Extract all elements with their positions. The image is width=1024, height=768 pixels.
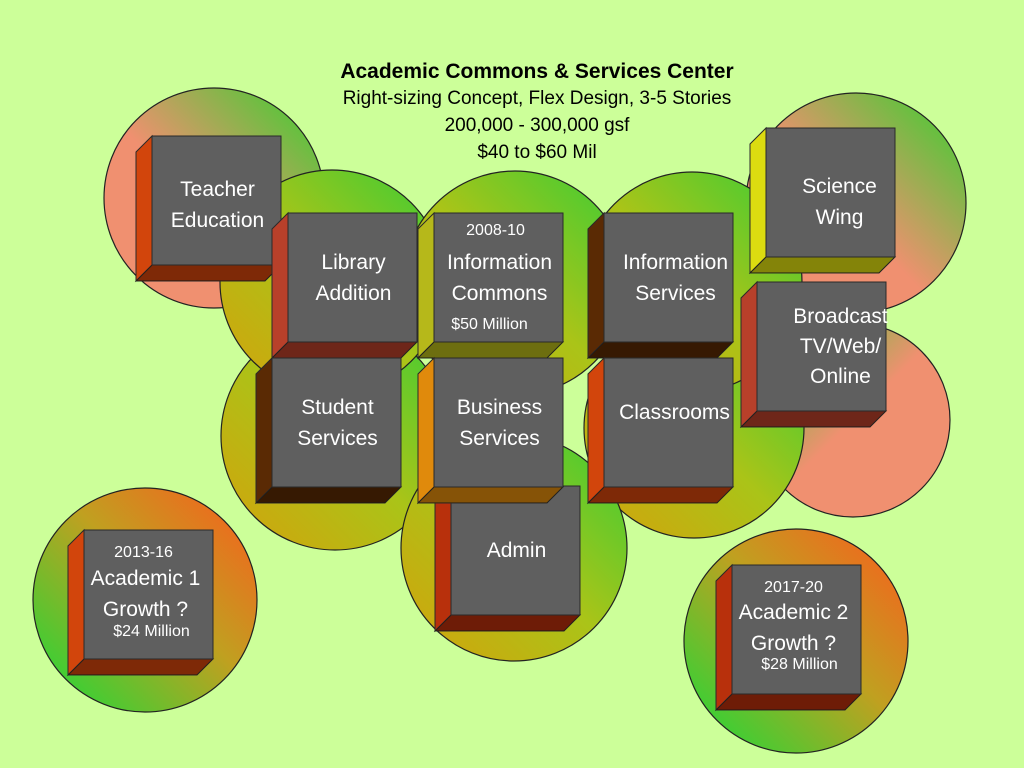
box-label: Growth ? bbox=[102, 598, 189, 621]
phase-date: 2017-20 bbox=[764, 579, 823, 596]
box-front-face bbox=[756, 281, 887, 412]
teacher-education-box: Teacher Education bbox=[134, 134, 283, 283]
box-bottom-shade bbox=[256, 487, 401, 503]
academic-1-box: 2013-16 Academic 1 Growth ? $24 Million bbox=[66, 528, 215, 677]
box-bottom-shade bbox=[136, 265, 281, 281]
box-label: Business bbox=[456, 396, 543, 419]
box-bottom-shade bbox=[435, 615, 580, 631]
box-side-face bbox=[587, 211, 605, 360]
box-front-face bbox=[731, 564, 862, 695]
box-side-face bbox=[255, 356, 273, 505]
box-label: Services bbox=[635, 282, 716, 305]
box-front-face bbox=[433, 212, 564, 343]
box-side-face bbox=[587, 356, 605, 505]
science-wing-box: Science Wing bbox=[748, 126, 897, 275]
box-front-face bbox=[603, 212, 734, 343]
title-block: Academic Commons & Services Center Right… bbox=[262, 58, 812, 166]
box-bottom-shade bbox=[418, 487, 563, 503]
box-label: Education bbox=[170, 209, 265, 232]
title: Academic Commons & Services Center bbox=[340, 60, 734, 83]
box-label: Teacher bbox=[180, 178, 255, 201]
area-range: 200,000 - 300,000 gsf bbox=[444, 115, 630, 136]
box-side-face bbox=[749, 126, 767, 275]
box-label: Growth ? bbox=[750, 632, 837, 655]
box-label: TV/Web/ bbox=[799, 335, 882, 358]
box-bottom-shade bbox=[741, 411, 886, 427]
box-label: Wing bbox=[815, 206, 864, 229]
box-label: Information bbox=[622, 251, 729, 274]
box-front-face bbox=[83, 529, 214, 660]
box-side-face bbox=[740, 280, 758, 429]
phase-cost: $24 Million bbox=[113, 623, 190, 640]
student-services-box: Student Services bbox=[254, 356, 403, 505]
box-front-face bbox=[271, 357, 402, 488]
box-bottom-shade bbox=[418, 342, 563, 358]
box-bottom-shade bbox=[588, 342, 733, 358]
subtitle: Right-sizing Concept, Flex Design, 3-5 S… bbox=[342, 88, 732, 109]
box-side-face bbox=[434, 484, 452, 633]
information-commons-box: 2008-10 Information Commons $50 Million bbox=[416, 211, 565, 360]
box-bottom-shade bbox=[588, 487, 733, 503]
box-front-face bbox=[765, 127, 896, 258]
box-front-face bbox=[433, 357, 564, 488]
box-bottom-shade bbox=[716, 694, 861, 710]
box-front-face bbox=[603, 357, 734, 488]
box-label: Online bbox=[810, 365, 871, 388]
box-label: Services bbox=[459, 427, 540, 450]
classrooms-box: Classrooms bbox=[586, 356, 735, 505]
admin-box: Admin bbox=[433, 484, 582, 633]
phase-date: 2008-10 bbox=[466, 222, 525, 239]
budget-range: $40 to $60 Mil bbox=[477, 142, 597, 163]
information-services-box: Information Services bbox=[586, 211, 735, 360]
box-label: Services bbox=[297, 427, 378, 450]
phase-cost: $28 Million bbox=[761, 656, 838, 673]
academic-2-box: 2017-20 Academic 2 Growth ? $28 Million bbox=[714, 563, 863, 712]
box-side-face bbox=[135, 134, 153, 283]
box-side-face bbox=[417, 356, 435, 505]
box-side-face bbox=[271, 211, 289, 360]
phase-cost: $50 Million bbox=[451, 316, 528, 333]
box-label: Student bbox=[301, 396, 374, 419]
box-label: Library bbox=[321, 251, 386, 274]
box-label: Classrooms bbox=[619, 401, 730, 424]
box-label: Academic 1 bbox=[90, 567, 201, 590]
box-label: Admin bbox=[486, 539, 547, 562]
box-bottom-shade bbox=[750, 257, 895, 273]
box-label: Broadcast bbox=[793, 305, 888, 328]
box-label: Information bbox=[446, 251, 553, 274]
box-label: Commons bbox=[451, 282, 548, 305]
box-label: Science bbox=[802, 175, 877, 198]
box-front-face bbox=[287, 212, 418, 343]
broadcast-box: Broadcast TV/Web/ Online bbox=[739, 280, 888, 429]
box-label: Academic 2 bbox=[738, 601, 849, 624]
business-services-box: Business Services bbox=[416, 356, 565, 505]
library-addition-box: Library Addition bbox=[270, 211, 419, 360]
box-bottom-shade bbox=[272, 342, 417, 358]
box-bottom-shade bbox=[68, 659, 213, 675]
phase-date: 2013-16 bbox=[114, 544, 173, 561]
box-label: Addition bbox=[315, 282, 392, 305]
